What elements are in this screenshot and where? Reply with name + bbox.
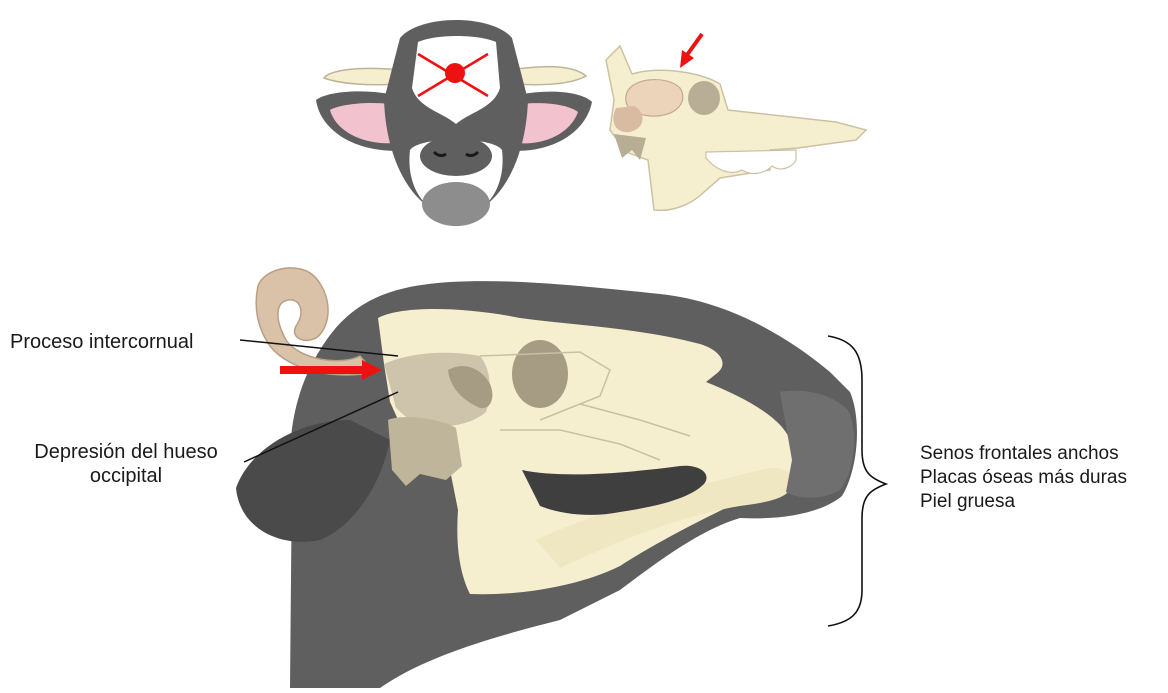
- label-intercornual: Proceso intercornual: [10, 330, 193, 354]
- nose-pad: [780, 391, 854, 498]
- cow-front-view: [316, 20, 592, 226]
- skull-side-small: [606, 34, 866, 210]
- label-occipital-line1: Depresión del hueso: [6, 440, 246, 464]
- trait-item-1: Senos frontales anchos: [920, 442, 1127, 466]
- small-skull-bone: [606, 46, 866, 210]
- small-skull-arrow-shaft: [687, 34, 702, 55]
- traits-list: Senos frontales anchos Placas óseas más …: [920, 442, 1127, 514]
- orbit: [512, 340, 568, 408]
- small-skull-orbit: [688, 81, 720, 115]
- trait-item-3: Piel gruesa: [920, 490, 1127, 514]
- nose: [420, 136, 492, 176]
- target-point: [445, 63, 465, 83]
- large-arrow-shaft: [280, 366, 364, 374]
- label-occipital-line2: occipital: [6, 464, 246, 488]
- head-cross-section: [236, 268, 857, 688]
- label-occipital: Depresión del hueso occipital: [6, 440, 246, 488]
- trait-item-2: Placas óseas más duras: [920, 466, 1127, 490]
- muzzle-pad: [422, 182, 490, 226]
